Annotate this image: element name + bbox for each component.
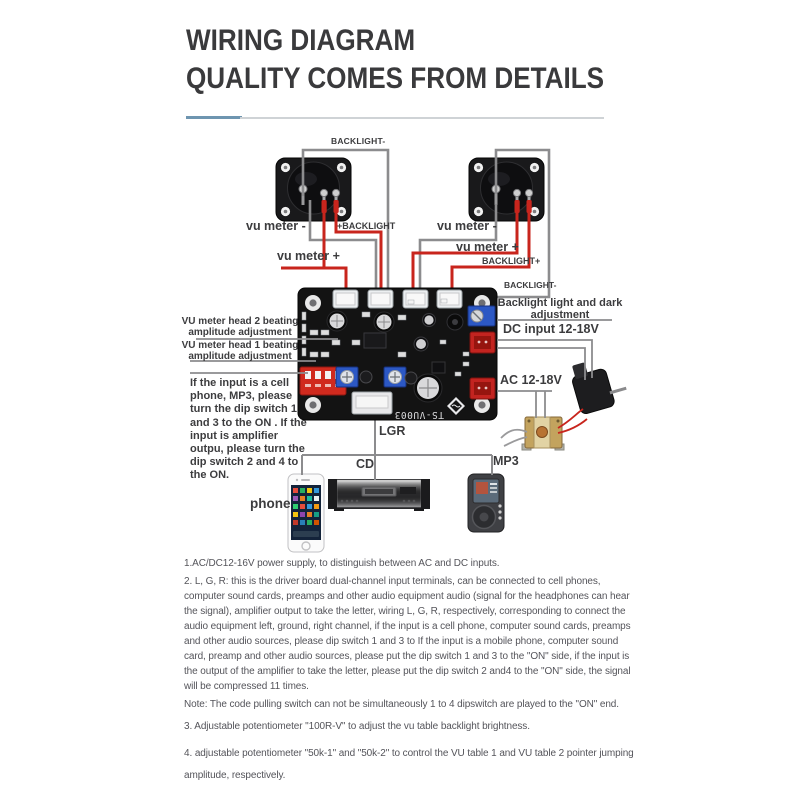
cd-player-image — [328, 479, 430, 511]
board-input-connectors — [332, 289, 463, 309]
potentiometer-50k-2 — [383, 366, 407, 388]
dip-switch-note: If the input is a cell phone, MP3, pleas… — [190, 377, 307, 482]
lgr-connector — [351, 391, 393, 415]
title-underline-rest — [240, 117, 604, 119]
vu-meter-right — [468, 157, 545, 222]
note-5: 4. adjustable potentiometer "50k-1" and … — [184, 748, 634, 781]
dc-connector — [469, 331, 496, 354]
label-lgr: LGR — [379, 424, 406, 438]
label-vu-head-1-adjustment: VU meter head 1 beating amplitude adjust… — [181, 340, 299, 362]
trimmer-black-1 — [359, 370, 373, 384]
note-1: 1.AC/DC12-16V power supply, to distingui… — [184, 558, 500, 569]
potentiometer-50k-1 — [335, 366, 359, 388]
label-vu-meter-minus-right: vu meter - — [437, 219, 497, 233]
power-adapter — [572, 362, 627, 415]
annotation-lines — [190, 319, 612, 418]
brand-logo — [447, 397, 465, 415]
label-vu-meter-plus-right: vu meter + — [456, 240, 519, 254]
capacitors — [326, 310, 464, 403]
label-mp3: MP3 — [493, 454, 519, 468]
title-line-2: QUALITY COMES FROM DETAILS — [186, 61, 605, 95]
label-dc-input: DC input 12-18V — [503, 322, 599, 336]
label-backlight-adjustment: Backlight light and dark adjustment — [497, 297, 623, 321]
mp3-player-image — [467, 473, 505, 533]
transformer — [500, 408, 588, 451]
label-backlight-minus-top: BACKLIGHT- — [331, 136, 386, 146]
trimmer-black-2 — [404, 371, 418, 385]
smd-components — [301, 298, 470, 377]
label-ac-input: AC 12-18V — [500, 373, 562, 387]
ic-chip — [363, 332, 387, 349]
vu-meter-left — [275, 157, 352, 222]
title-underline — [186, 116, 604, 120]
device-connection-lines — [301, 418, 493, 480]
transistor — [431, 361, 446, 374]
label-vu-meter-minus-left: vu meter - — [246, 219, 306, 233]
label-phone: phone — [250, 496, 291, 511]
note-3: Note: The code pulling switch can not be… — [184, 699, 619, 710]
board-model-silkscreen: TS-VU003 — [394, 409, 444, 420]
label-plus-backlight: +BACKLIGHT — [337, 221, 396, 231]
label-backlight-minus-right: BACKLIGHT- — [504, 280, 557, 290]
gray-wires — [301, 148, 551, 299]
label-vu-meter-plus-left: vu meter + — [277, 249, 340, 263]
page-title: WIRING DIAGRAM QUALITY COMES FROM DETAIL… — [186, 22, 667, 97]
product-notes: 1.AC/DC12-16V power supply, to distingui… — [184, 556, 636, 789]
driver-board: TS-VU003 — [297, 287, 498, 421]
note-2: 2. L, G, R: this is the driver board dua… — [184, 576, 631, 692]
ac-connector — [469, 377, 496, 400]
label-cd: CD — [356, 457, 375, 471]
title-underline-accent — [186, 116, 242, 119]
title-line-1: WIRING DIAGRAM — [186, 24, 416, 57]
phone-image — [287, 473, 325, 553]
potentiometer-100r — [467, 305, 496, 327]
label-vu-head-2-adjustment: VU meter head 2 beating amplitude adjust… — [181, 316, 299, 338]
red-wires — [281, 202, 531, 290]
label-backlight-plus: BACKLIGHT+ — [482, 256, 541, 266]
note-4: 3. Adjustable potentiometer "100R-V" to … — [184, 721, 530, 732]
